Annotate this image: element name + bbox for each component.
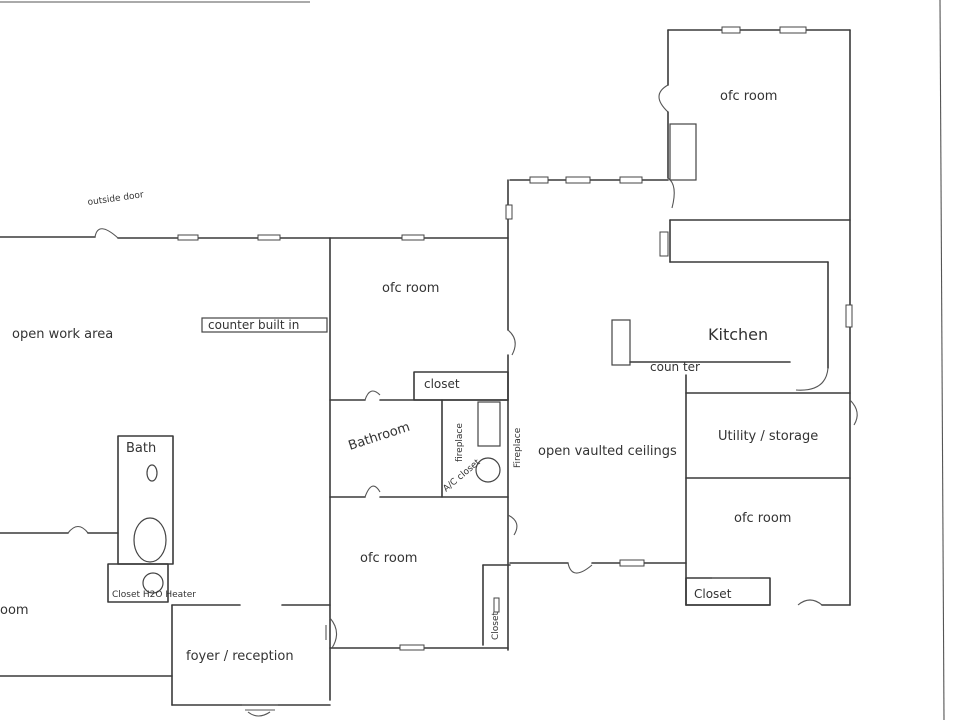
ofc-room-lower-right-label: ofc room xyxy=(734,511,791,526)
utility-storage-label: Utility / storage xyxy=(718,429,818,444)
ofc-room-lower-center-label: ofc room xyxy=(360,551,417,566)
outside-door-label: outside door xyxy=(87,190,145,208)
bathroom-label: Bathroom xyxy=(347,420,412,454)
left-wing-walls xyxy=(0,236,509,706)
bath-block xyxy=(0,435,174,603)
front-door xyxy=(242,704,278,717)
bath-label: Bath xyxy=(126,441,156,456)
open-vaulted-ceilings-label: open vaulted ceilings xyxy=(538,444,677,459)
counter-kitchen-label: coun ter xyxy=(650,360,700,374)
room-partial-label: oom xyxy=(0,603,29,618)
outside-door-swing xyxy=(94,228,119,239)
closet-lower-center-label: Closet xyxy=(491,611,501,640)
center-rooms xyxy=(325,179,518,651)
open-work-area-label: open work area xyxy=(12,327,113,342)
fireplace-left-label: fireplace xyxy=(455,423,465,462)
kitchen-label: Kitchen xyxy=(708,325,768,344)
right-lower-walls xyxy=(509,319,858,606)
fireplace-right-label: Fireplace xyxy=(513,427,523,468)
page-edge-right xyxy=(939,0,945,720)
counter-built-in-label: counter built in xyxy=(208,318,299,332)
closet-lower-right-label: Closet xyxy=(694,587,732,601)
ofc-room-top-right-label: ofc room xyxy=(720,89,777,104)
counter-built-in xyxy=(201,317,328,333)
closet-center-label: closet xyxy=(424,377,460,391)
foyer-reception-label: foyer / reception xyxy=(186,649,294,664)
window xyxy=(257,234,281,241)
right-upper-walls xyxy=(505,26,853,606)
window xyxy=(177,234,199,241)
ofc-room-center-label: ofc room xyxy=(382,281,439,296)
closet-h2o-heater-label: Closet H2O Heater xyxy=(112,590,196,600)
window xyxy=(401,234,425,241)
